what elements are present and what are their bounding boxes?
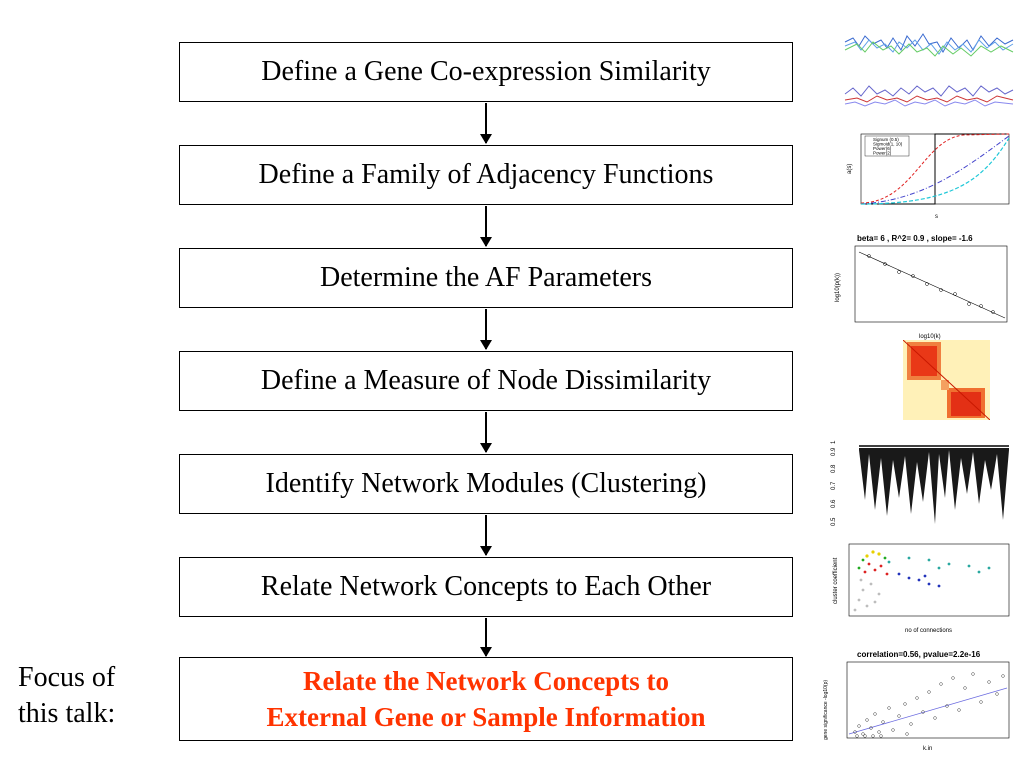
adjacency-legend-4: Power(2)	[873, 151, 892, 156]
step-external-information: Relate the Network Concepts to External …	[179, 657, 793, 741]
clustering-xlabel: no of connections	[905, 628, 952, 634]
adjacency-xlabel: s	[935, 214, 938, 220]
step-gene-coexpression-similarity: Define a Gene Co-expression Similarity	[179, 42, 793, 102]
svg-text:0.6: 0.6	[831, 499, 837, 508]
svg-text:0.7: 0.7	[831, 481, 837, 490]
flow-arrow	[480, 103, 492, 144]
step-adjacency-functions: Define a Family of Adjacency Functions	[179, 145, 793, 205]
step-identify-modules: Identify Network Modules (Clustering)	[179, 454, 793, 514]
scale-free-xlabel: log10(k)	[919, 334, 941, 340]
flow-arrow	[480, 206, 492, 247]
clustering-coefficient-thumbnail: cluster coefficient no of connections	[829, 540, 1015, 636]
significance-title: correlation=0.56, pvalue=2.2e-16	[857, 650, 981, 659]
adjacency-legend-3: Power(6)	[873, 146, 892, 151]
dendrogram-axis: 0.5 0.6 0.7 0.8 0.9 1.0	[831, 440, 837, 526]
significance-xlabel: k.in	[923, 746, 932, 752]
flow-arrow	[480, 309, 492, 350]
svg-text:1.0: 1.0	[831, 440, 837, 444]
adjacency-ylabel: a(s)	[847, 164, 853, 174]
step-external-line1: Relate the Network Concepts to	[303, 666, 669, 696]
scale-free-ylabel: log10(p(k))	[835, 273, 841, 302]
step-node-dissimilarity: Define a Measure of Node Dissimilarity	[179, 351, 793, 411]
focus-line2: this talk:	[18, 698, 116, 729]
adjacency-legend-1: Signum (0.5)	[873, 137, 899, 142]
step-af-parameters: Determine the AF Parameters	[179, 248, 793, 308]
svg-text:0.9: 0.9	[831, 447, 837, 456]
adjacency-functions-thumbnail: a(s) s Signum (0.5) Sigmoid(1, 10) Power…	[843, 130, 1015, 220]
significance-ylabel: gene significance -log10(p)	[823, 680, 829, 740]
svg-text:0.8: 0.8	[831, 464, 837, 473]
gene-significance-thumbnail: correlation=0.56, pvalue=2.2e-16 gene si…	[819, 648, 1015, 752]
step-relate-concepts: Relate Network Concepts to Each Other	[179, 557, 793, 617]
adjacency-legend-2: Sigmoid(1, 10)	[873, 142, 903, 147]
expression-profiles-thumbnail	[843, 30, 1015, 110]
focus-label: Focus of this talk:	[18, 660, 115, 732]
tom-heatmap-thumbnail	[903, 340, 990, 420]
scale-free-title: beta= 6 , R^2= 0.9 , slope= -1.6	[857, 234, 973, 243]
step-external-line2: External Gene or Sample Information	[266, 702, 706, 732]
flow-arrow	[480, 515, 492, 556]
clustering-ylabel: cluster coefficient	[833, 557, 839, 604]
dendrogram-thumbnail: 0.5 0.6 0.7 0.8 0.9 1.0	[829, 440, 1015, 530]
flow-arrow	[480, 618, 492, 657]
focus-line1: Focus of	[18, 662, 116, 693]
flow-arrow	[480, 412, 492, 453]
svg-text:0.5: 0.5	[831, 517, 837, 526]
scale-free-fit-thumbnail: beta= 6 , R^2= 0.9 , slope= -1.6 log10(k…	[829, 232, 1015, 342]
